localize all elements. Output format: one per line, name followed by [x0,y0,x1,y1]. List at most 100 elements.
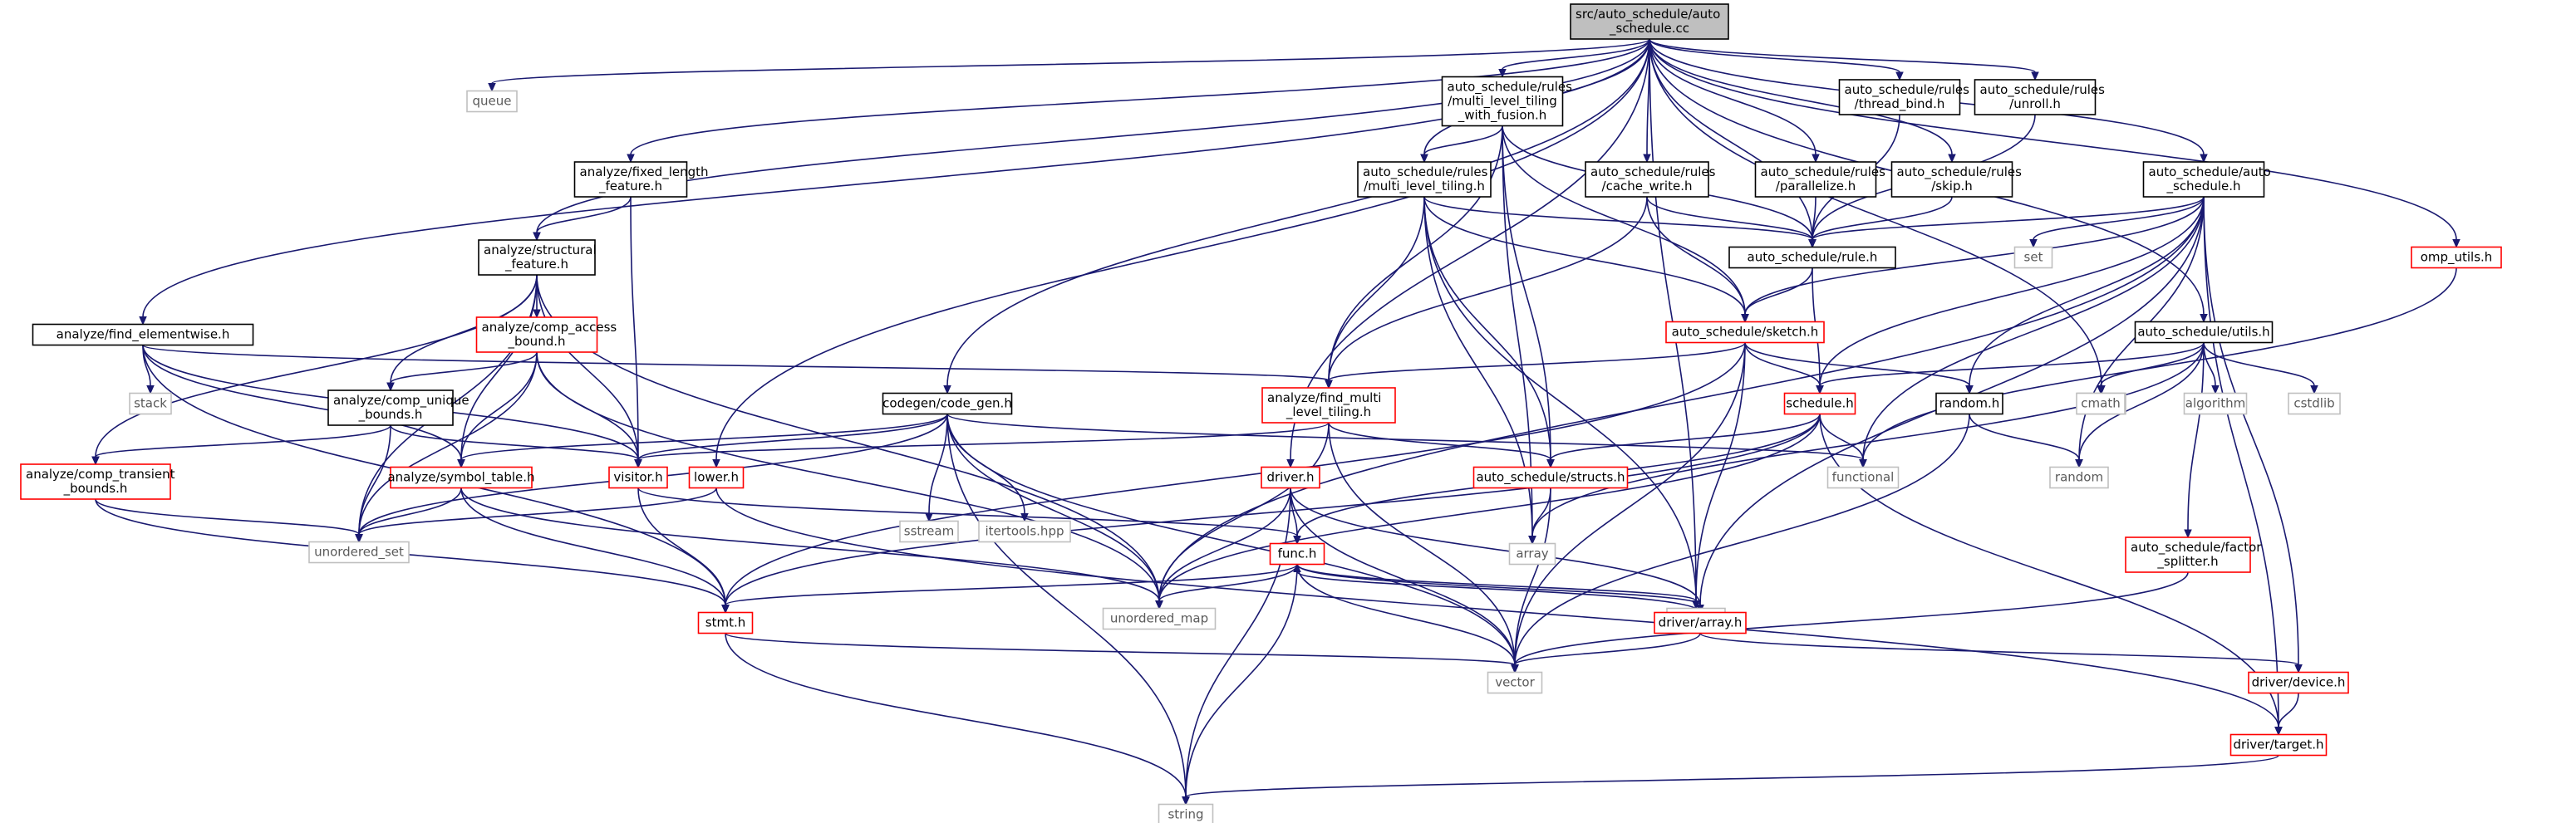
node-label: auto_schedule/rules [1980,82,2106,98]
node-box [1269,542,1325,566]
edge-utils_h-to-algorithm [2203,342,2220,394]
node-box [1261,466,1320,489]
edge-schedule-to-stmt [721,414,1821,614]
node-fixed-len[interactable]: analyze/fixed_length_feature.h [573,161,709,198]
node-driver-target[interactable]: driver/target.h [2229,733,2328,757]
node-cmath: cmath [2076,392,2126,415]
node-box [2248,671,2349,694]
node-comp-access[interactable]: analyze/comp_access_bound.h [475,316,617,353]
node-cache-write[interactable]: auto_schedule/rules/cache_write.h [1585,161,1716,198]
node-omp-utils[interactable]: omp_utils.h [2411,246,2502,269]
node-box [1654,611,1747,634]
node-box [1838,79,1961,115]
node-driver-device[interactable]: driver/device.h [2248,671,2349,694]
node-label: random.h [1939,396,1999,411]
node-comp-transient[interactable]: analyze/comp_transient_bounds.h [20,463,175,500]
node-mlt-fusion[interactable]: auto_schedule/rules/multi_level_tiling_w… [1441,76,1573,127]
node-mlt[interactable]: auto_schedule/rules/multi_level_tiling.h [1357,161,1492,198]
edge-root-to-driver [1286,38,1650,468]
edge-comp_unique-to-visitor [390,424,642,468]
edge-stmt-to-vector [725,632,1519,674]
node-box [1357,161,1492,198]
node-find-elem[interactable]: analyze/find_elementwise.h [32,323,254,346]
node-array: array [1508,542,1556,566]
node-lower[interactable]: lower.h [688,466,745,489]
node-box [882,392,1013,415]
node-func[interactable]: func.h [1269,542,1325,566]
node-box [475,316,598,353]
node-label: visitor.h [613,470,662,485]
node-visitor[interactable]: visitor.h [608,466,668,489]
edge-root-to-code_gen [943,38,1650,394]
node-box [2183,392,2248,415]
node-stmt[interactable]: stmt.h [697,611,754,634]
node-label: string [1168,807,1203,822]
edge-root-to-omp_utils [1649,38,2460,248]
node-structs[interactable]: auto_schedule/structs.h [1472,466,1629,489]
node-sketch[interactable]: auto_schedule/sketch.h [1665,321,1825,344]
node-random: random [2049,466,2109,489]
node-random-h[interactable]: random.h [1935,392,2003,415]
node-sstream: sstream [899,520,959,543]
node-skip[interactable]: auto_schedule/rules/skip.h [1890,161,2023,198]
edge-code_gen-to-symbol_table [457,414,948,468]
edge-root-to-queue [488,38,1650,92]
node-symbol-table[interactable]: analyze/symbol_table.h [387,466,535,489]
edge-random_h-to-random [1969,414,2083,468]
node-factor-splitter[interactable]: auto_schedule/factor_splitter.h [2125,536,2262,573]
node-label: auto_schedule/rules [1761,164,1886,180]
node-label: analyze/symbol_table.h [387,470,534,486]
node-find-multi[interactable]: analyze/find_multi_level_tiling.h [1261,387,1396,424]
node-box [1974,79,2097,115]
node-label: omp_utils.h [2421,250,2493,266]
node-rule-h[interactable]: auto_schedule/rule.h [1728,246,1896,269]
node-root[interactable]: src/auto_schedule/auto_schedule.cc [1570,3,1729,40]
node-unroll[interactable]: auto_schedule/rules/unroll.h [1974,79,2106,115]
node-label: auto_schedule/rules [1897,164,2023,180]
edge-func-to-utility [1296,563,1700,610]
node-parallelize[interactable]: auto_schedule/rules/parallelize.h [1754,161,1886,198]
node-box [2411,246,2502,269]
node-label: /cache_write.h [1602,179,1693,194]
edge-sketch-to-random_h [1744,342,1974,394]
edge-structural-to-visitor [536,274,642,468]
node-label: auto_schedule/rules [1448,80,1573,96]
node-label: analyze/fixed_length [580,164,709,180]
edge-root-to-lower [712,38,1650,468]
node-label: analyze/comp_unique [333,393,469,409]
node-label: /multi_level_tiling.h [1364,179,1485,194]
node-label: random [2055,470,2103,485]
node-label: lower.h [694,470,739,485]
node-label: set [2024,250,2043,265]
node-thread-bind[interactable]: auto_schedule/rules/thread_bind.h [1838,79,1970,115]
node-box [608,466,668,489]
node-box [1508,542,1556,566]
edge-root-to-fixed_len [627,38,1650,164]
node-box [1487,671,1543,694]
edge-sketch-to-schedule [1744,342,1824,394]
node-comp-unique[interactable]: analyze/comp_unique_bounds.h [327,389,469,426]
node-utils-h[interactable]: auto_schedule/utils.h [2134,321,2274,344]
edge-comp_unique-to-comp_transient [91,424,391,466]
node-label: driver/device.h [2252,675,2346,690]
edge-find_multi-to-structs [1328,422,1555,468]
edge-stmt-to-string [725,633,1190,806]
node-box [573,161,688,198]
edge-driver_array-to-func [1293,563,1701,613]
node-driver-array[interactable]: driver/array.h [1654,611,1747,634]
node-label: analyze/comp_transient [26,467,175,483]
edge-comp_transient-to-unordered_set [95,498,363,543]
node-label: driver.h [1266,470,1314,485]
node-box [2076,392,2126,415]
edge-utils_h-to-array [1528,342,2205,545]
node-label: auto_schedule/structs.h [1476,470,1625,486]
node-structural[interactable]: analyze/structural_feature.h [478,239,597,276]
node-box [466,90,518,113]
node-label: auto_schedule/sketch.h [1672,325,1819,340]
node-label: functional [1832,470,1895,485]
node-schedule[interactable]: schedule.h [1783,392,1856,415]
node-driver[interactable]: driver.h [1261,466,1320,489]
node-code-gen[interactable]: codegen/code_gen.h [882,392,1013,415]
node-box [1472,466,1629,489]
node-auto-sched-h[interactable]: auto_schedule/auto_schedule.h [2142,161,2271,198]
